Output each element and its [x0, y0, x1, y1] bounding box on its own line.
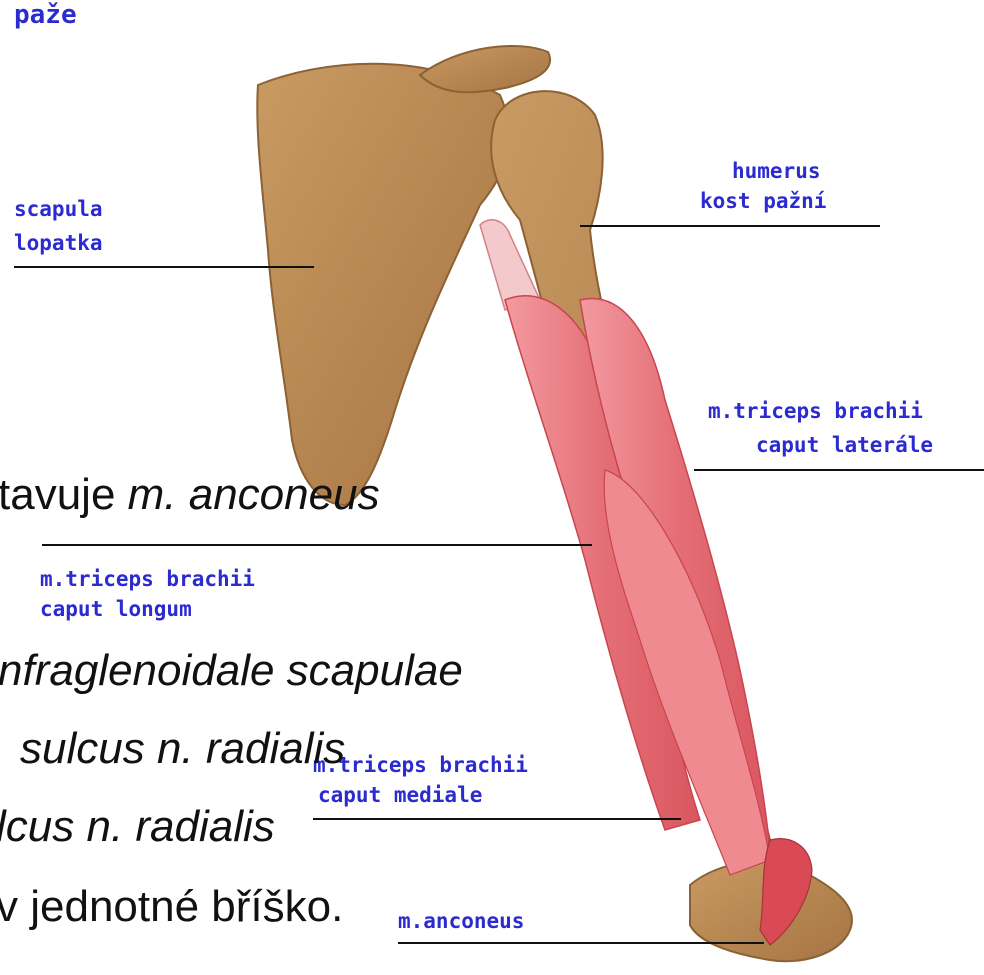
slide-text-3-italic: sulcus n. radialis — [20, 724, 345, 773]
slide-text-line-4: lcus n. radialis — [0, 802, 275, 852]
scapula-cz-label: lopatka — [14, 230, 103, 256]
slide-text-2-italic: nfraglenoidale scapulae — [0, 646, 463, 695]
medial-head-label-2: caput mediale — [318, 782, 482, 808]
medial-head-leader-line — [313, 818, 681, 820]
scapula-bone — [257, 64, 509, 505]
slide-text-line-1: tavuje m. anconeus — [0, 470, 380, 520]
slide-text-1-plain: tavuje — [0, 470, 128, 519]
title-label: paže — [14, 2, 77, 28]
slide-text-line-3: sulcus n. radialis — [20, 724, 345, 774]
anconeus-leader-line — [398, 942, 764, 944]
scapula-label: scapula — [14, 196, 103, 222]
long-head-leader-line — [42, 544, 592, 546]
lateral-head-leader-line — [694, 469, 984, 471]
humerus-cz-label: kost pažní — [700, 188, 826, 214]
slide-text-4-italic: lcus n. radialis — [0, 802, 275, 851]
long-head-label-1: m.triceps brachii — [40, 566, 255, 592]
slide-text-1-italic: m. anconeus — [128, 470, 380, 519]
humerus-leader-line — [580, 225, 880, 227]
humerus-label: humerus — [732, 158, 821, 184]
lateral-head-label-1: m.triceps brachii — [708, 398, 923, 424]
anconeus-label: m.anconeus — [398, 908, 524, 934]
acromion-bone — [420, 46, 550, 92]
scapula-leader-line — [14, 266, 314, 268]
slide-text-line-2: nfraglenoidale scapulae — [0, 646, 463, 696]
long-head-label-2: caput longum — [40, 596, 192, 622]
lateral-head-label-2: caput laterále — [756, 432, 933, 458]
slide-text-line-5: v jednotné bříško. — [0, 882, 343, 932]
slide-text-5-plain: v jednotné bříško. — [0, 882, 343, 931]
